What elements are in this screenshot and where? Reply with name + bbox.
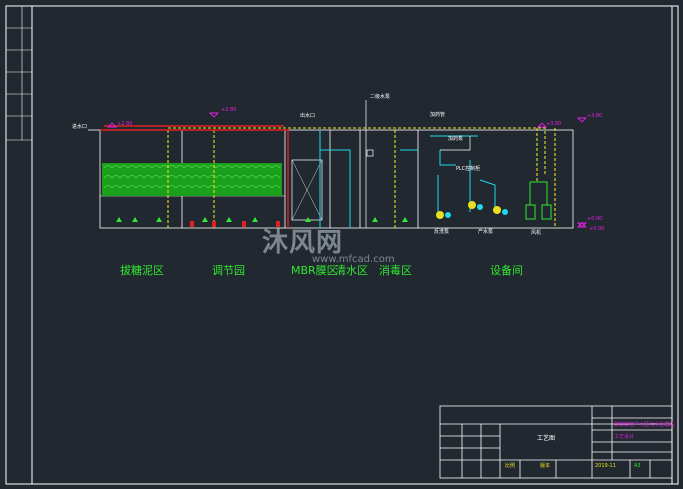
biofilm-media xyxy=(102,163,282,196)
zone-label: MBR膜区 xyxy=(291,264,338,277)
sheet-size: A3 xyxy=(634,463,641,469)
elevation-labels: +2.80 +2.80 +3.80 +3.80 +0.00 +0.00 xyxy=(117,107,604,232)
project-line-2: 工艺设计 xyxy=(614,433,634,440)
project-line-1: 某某某地产小区污水处理站 xyxy=(614,421,674,428)
pipe-labels: 进水口 二级水泵 加药管 加药泵 出水口 反洗泵 产水泵 风机 PLC控制柜 xyxy=(72,93,541,236)
title-block-text: 工艺图 某某某地产小区污水处理站 工艺设计 比例 版本 2019-11 A3 xyxy=(505,421,674,469)
elevation-markers xyxy=(106,112,588,228)
svg-text:加药泵: 加药泵 xyxy=(448,135,463,142)
tank-outline xyxy=(99,129,574,229)
watermark-text: 沐风网 xyxy=(262,228,344,258)
svg-text:出水口: 出水口 xyxy=(300,112,315,119)
red-valves xyxy=(190,221,280,227)
svg-text:反洗泵: 反洗泵 xyxy=(434,228,449,235)
svg-text:+3.80: +3.80 xyxy=(587,113,602,119)
svg-text:+0.00: +0.00 xyxy=(589,226,604,232)
svg-text:+0.00: +0.00 xyxy=(587,216,602,222)
watermark: 沐风网 www.mfcad.com xyxy=(262,222,395,265)
cyan-pipes xyxy=(319,130,496,228)
blowers xyxy=(525,181,552,220)
zone-label: 清水区 xyxy=(335,264,368,277)
svg-text:+3.80: +3.80 xyxy=(546,121,561,127)
red-pipes xyxy=(100,125,289,228)
title-block-grid xyxy=(439,405,673,479)
equipment-pumps xyxy=(436,201,508,219)
svg-text:风机: 风机 xyxy=(531,229,541,236)
date: 2019-11 xyxy=(595,463,616,469)
svg-text:+2.80: +2.80 xyxy=(117,121,132,127)
zone-label: 消毒区 xyxy=(379,264,412,277)
zone-label: 调节园 xyxy=(212,264,245,277)
inner-border xyxy=(31,5,673,485)
left-revision-strip xyxy=(6,6,32,141)
svg-text:进水口: 进水口 xyxy=(72,123,87,130)
svg-text:加药管: 加药管 xyxy=(430,111,445,118)
svg-text:产水泵: 产水泵 xyxy=(478,228,493,235)
media-texture xyxy=(103,165,281,189)
header-left: 比例 xyxy=(505,462,515,469)
svg-text:+2.80: +2.80 xyxy=(221,107,236,113)
zone-label: 设备间 xyxy=(490,264,523,277)
svg-text:PLC控制柜: PLC控制柜 xyxy=(456,165,480,172)
svg-text:二级水泵: 二级水泵 xyxy=(370,93,390,100)
header-mid: 版本 xyxy=(540,462,550,469)
yellow-pipes xyxy=(167,127,556,228)
plant-symbols xyxy=(116,217,408,222)
drawing-name: 工艺图 xyxy=(537,434,555,442)
watermark-url: www.mfcad.com xyxy=(312,254,395,265)
white-pipes xyxy=(365,100,471,228)
zone-label: 拔糖泥区 xyxy=(120,264,164,277)
